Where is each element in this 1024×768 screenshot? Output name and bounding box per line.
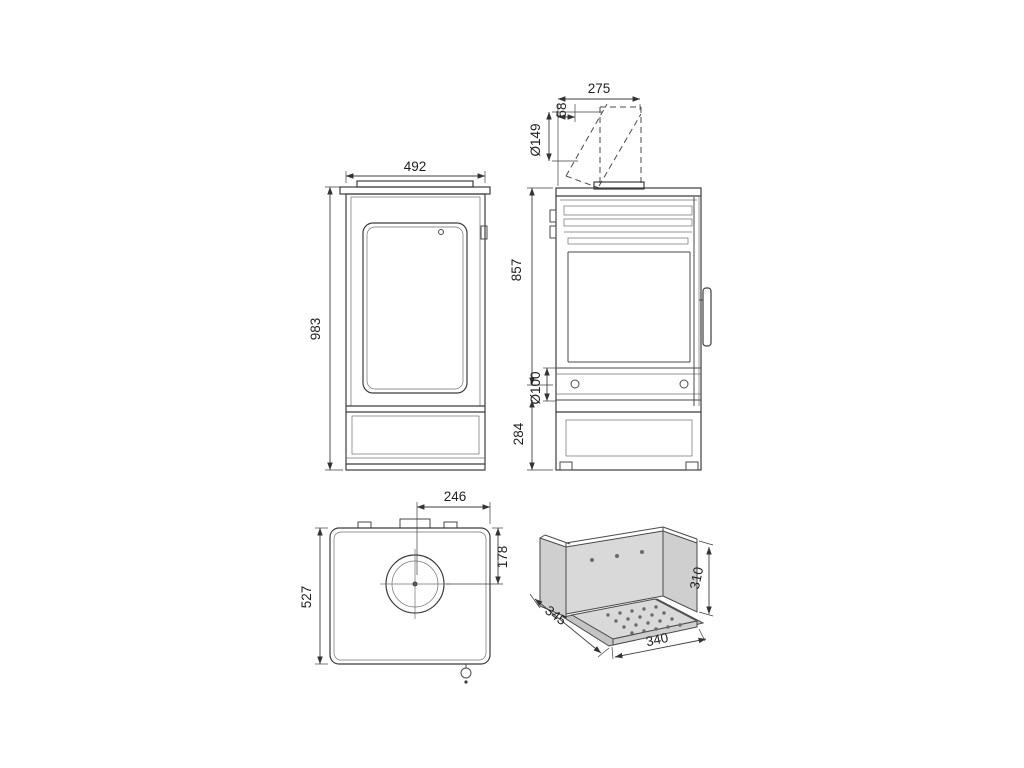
front-view: 492 983 xyxy=(308,159,491,471)
top-flue-depth-label: 178 xyxy=(495,546,510,569)
top-rear-knob xyxy=(460,667,472,679)
front-pedestal-panel xyxy=(351,415,480,455)
side-foot-left xyxy=(559,461,573,471)
side-upper-height-label: 857 xyxy=(509,259,524,282)
side-door-handle xyxy=(702,287,712,347)
top-depth-dimension: 527 xyxy=(299,527,328,665)
side-lower-height-dimension: 284 xyxy=(511,399,553,471)
front-door-glass xyxy=(362,222,468,394)
firebox-width-dimension: 340 xyxy=(611,628,707,660)
grate-holes xyxy=(606,605,682,635)
side-flue-pipe-dashed xyxy=(565,103,645,190)
top-flue-depth-dimension: 178 xyxy=(446,527,510,585)
firebox-iso-view: 310 345 340 xyxy=(529,526,714,660)
side-outlet-diameter-dimension: Ø100 xyxy=(528,367,556,405)
side-outlet-diameter-label: Ø100 xyxy=(528,371,543,404)
side-view: 275 58 Ø149 xyxy=(509,81,712,471)
firebox-right-panel xyxy=(662,526,698,613)
top-view: 246 178 527 xyxy=(299,489,510,684)
side-flue-diameter-dimension: Ø149 xyxy=(528,111,602,162)
top-flue-offset-label: 246 xyxy=(444,489,467,504)
firebox-height-label: 310 xyxy=(687,565,706,590)
firebox-height-dimension: 310 xyxy=(687,540,714,617)
side-flue-diameter-label: Ø149 xyxy=(528,123,543,156)
front-air-knob xyxy=(438,229,444,235)
side-ash-compartment xyxy=(565,419,693,457)
side-upper-height-dimension: 857 xyxy=(509,187,553,386)
front-height-dimension: 983 xyxy=(308,186,343,471)
front-width-dimension: 492 xyxy=(345,159,486,183)
side-flue-edge-dimension-58: 58 xyxy=(554,102,576,122)
front-height-label: 983 xyxy=(308,318,323,341)
top-flue-offset-dimension: 246 xyxy=(416,489,491,575)
side-flue-collar xyxy=(593,181,645,190)
top-body-outline xyxy=(329,518,491,684)
top-depth-label: 527 xyxy=(299,586,314,609)
side-body-outline xyxy=(549,187,712,471)
side-foot-right xyxy=(685,461,699,471)
side-flue-horizontal-label: 275 xyxy=(588,81,611,96)
front-door-latch xyxy=(480,225,488,240)
side-flue-edge-label: 58 xyxy=(554,102,569,117)
side-rear-outlet-circle xyxy=(570,379,580,389)
firebox-width-label: 340 xyxy=(644,630,669,649)
front-stove-outline xyxy=(339,180,491,471)
side-lower-height-label: 284 xyxy=(511,422,526,445)
front-width-label: 492 xyxy=(404,159,427,174)
